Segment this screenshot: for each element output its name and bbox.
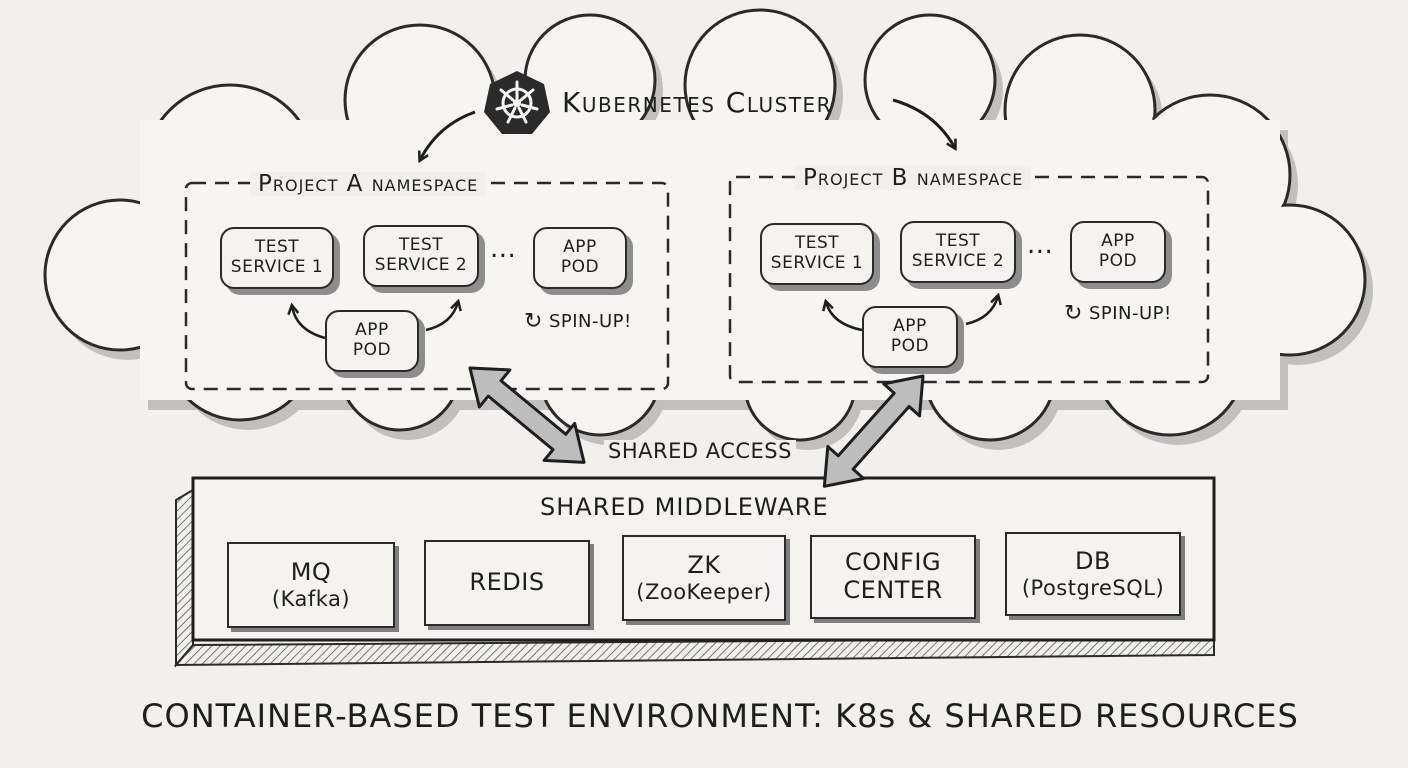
line-1: APP	[1101, 231, 1135, 252]
namespace-a-test-service-2: TEST SERVICE 2	[363, 225, 479, 287]
namespace-a-spin-up: ↻ SPIN-UP!	[524, 309, 632, 334]
middleware-mq: MQ (Kafka)	[227, 542, 395, 628]
middleware-zk: ZK (ZooKeeper)	[622, 535, 786, 621]
middleware-title: SHARED MIDDLEWARE	[540, 493, 829, 521]
line-2: POD	[1098, 251, 1138, 271]
namespace-b-title: Project B namespace	[795, 166, 1032, 190]
middleware-slab-bottom	[173, 636, 1215, 667]
pod-arrow-b-left	[826, 302, 863, 332]
line-1: APP	[893, 316, 927, 337]
line-2: POD	[352, 340, 392, 360]
namespace-b-test-service-2: TEST SERVICE 2	[900, 221, 1016, 283]
namespace-b-ellipsis: ...	[1027, 230, 1054, 260]
middleware-config-center: CONFIG CENTER	[810, 535, 976, 619]
line-1: TEST	[398, 235, 444, 256]
item-name: CONFIG	[844, 548, 942, 577]
line-2: SERVICE 1	[230, 257, 324, 277]
namespace-b-app-pod-bottom: APP POD	[862, 306, 958, 368]
namespace-b-test-service-1: TEST SERVICE 1	[760, 223, 874, 285]
pod-arrow-a-left	[292, 306, 326, 340]
shared-access-label: SHARED ACCESS	[604, 440, 796, 462]
line-2: SERVICE 2	[911, 251, 1005, 271]
middleware-slab-side	[175, 488, 194, 668]
line-1: TEST	[254, 237, 300, 258]
line-1: TEST	[794, 233, 840, 254]
cluster-arrow-left	[420, 110, 476, 160]
line-1: APP	[355, 320, 389, 341]
line-2: POD	[560, 257, 600, 277]
line-2: SERVICE 2	[374, 255, 468, 275]
cloud-fill	[47, 12, 1363, 438]
line-2: POD	[890, 336, 930, 356]
item-name: REDIS	[469, 568, 545, 597]
refresh-icon: ↻	[524, 309, 543, 334]
item-name: DB	[1075, 547, 1111, 576]
line-1: APP	[563, 237, 597, 258]
line-1: TEST	[935, 231, 981, 252]
cluster-arrow-right	[892, 98, 955, 148]
spin-up-label: SPIN-UP!	[548, 311, 632, 332]
namespace-a-ellipsis: ...	[490, 234, 517, 264]
refresh-icon: ↻	[1064, 301, 1083, 326]
middleware-redis: REDIS	[424, 540, 590, 626]
item-detail: (ZooKeeper)	[636, 579, 772, 604]
kubernetes-helm-icon	[484, 71, 550, 134]
pod-arrow-b-right	[965, 296, 998, 326]
middleware-db: DB (PostgreSQL)	[1005, 532, 1181, 616]
cluster-title: Kubernetes Cluster	[562, 86, 833, 119]
namespace-b-spin-up: ↻ SPIN-UP!	[1064, 301, 1172, 326]
shared-access-arrow-right	[822, 374, 925, 488]
line-2: SERVICE 1	[770, 253, 864, 273]
spin-up-label: SPIN-UP!	[1088, 303, 1172, 324]
item-name: MQ	[290, 558, 332, 587]
item-detail: CENTER	[843, 576, 943, 604]
item-name: ZK	[687, 551, 721, 580]
namespace-a-app-pod-bottom: APP POD	[325, 310, 419, 372]
namespace-a-title: Project A namespace	[250, 172, 487, 196]
diagram-caption: CONTAINER-BASED TEST ENVIRONMENT: K8s & …	[141, 697, 1299, 735]
namespace-a-test-service-1: TEST SERVICE 1	[220, 227, 334, 289]
namespace-b-app-pod-top: APP POD	[1070, 221, 1166, 283]
namespace-a-app-pod-top: APP POD	[533, 227, 627, 289]
item-detail: (PostgreSQL)	[1021, 575, 1165, 600]
item-detail: (Kafka)	[271, 586, 351, 611]
pod-arrow-a-right	[425, 302, 458, 332]
shared-access-arrow-left	[468, 366, 586, 464]
